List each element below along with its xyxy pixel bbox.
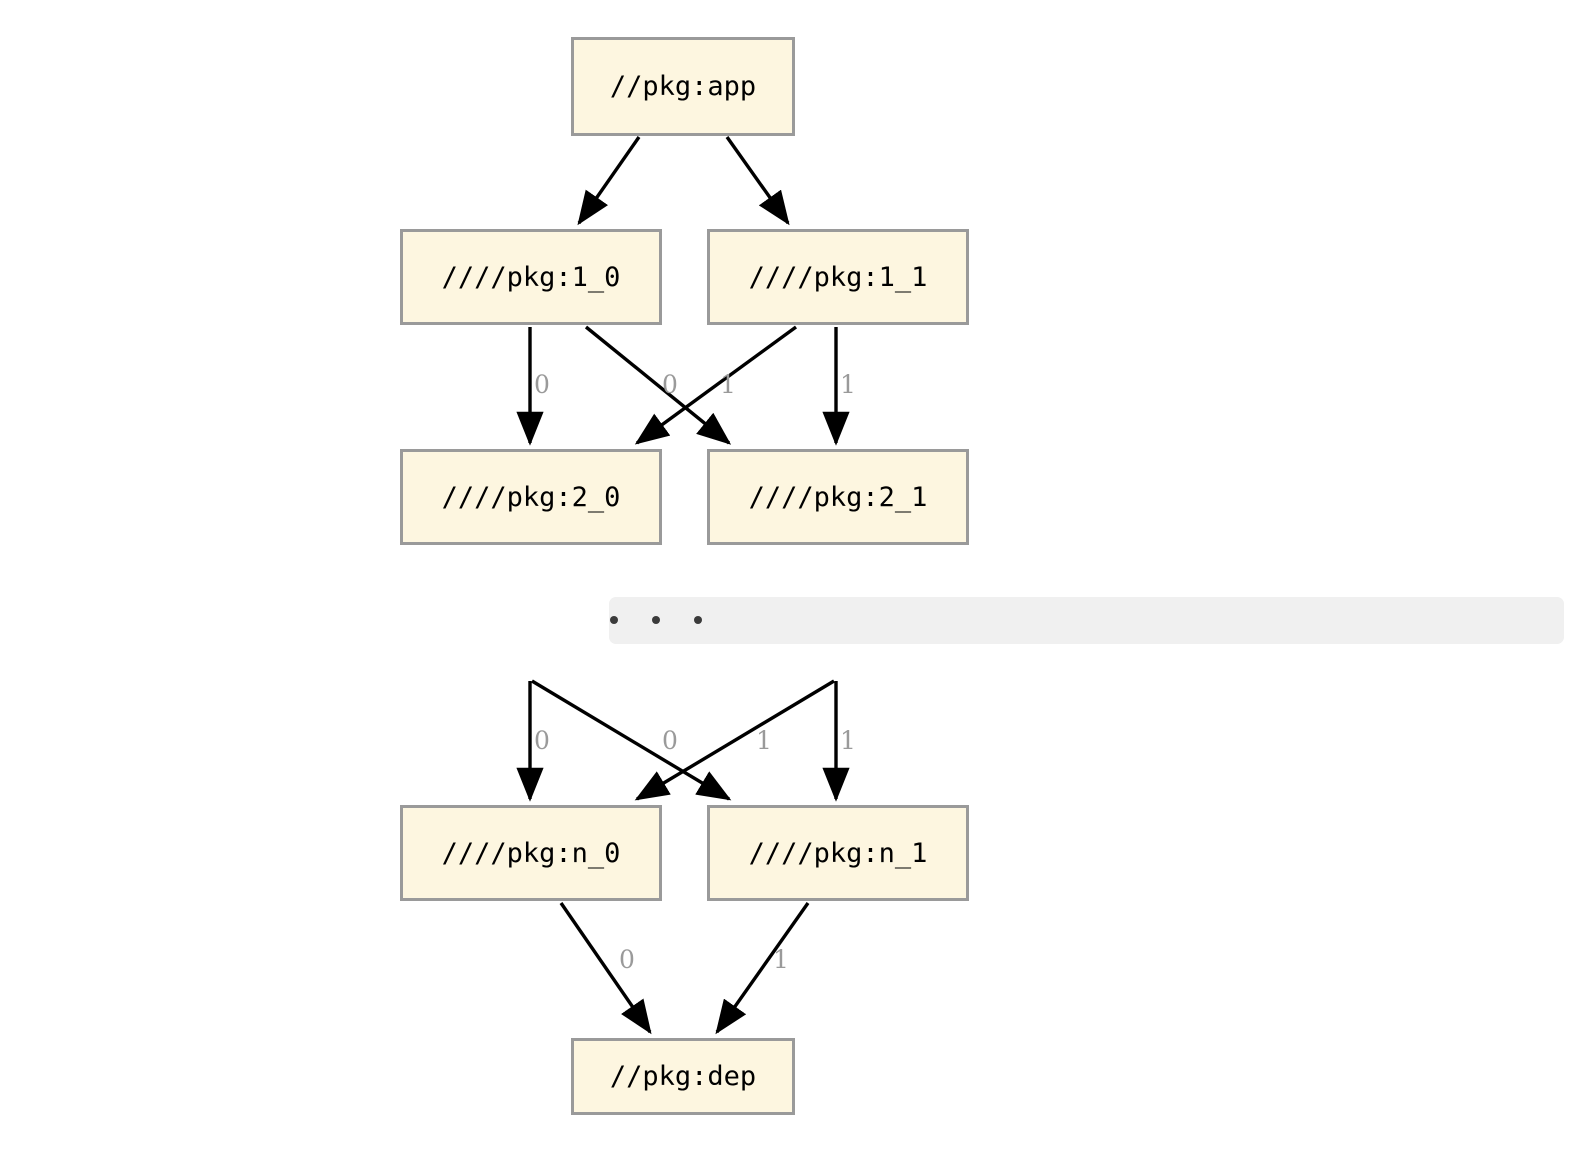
edge-n_0-to-dep [559, 902, 652, 1035]
node-label: ////pkg:2_0 [441, 481, 621, 513]
node-pkg-2_0[interactable]: ////pkg:2_0 [400, 449, 662, 545]
edge-1_1-to-2_0 [634, 325, 798, 445]
node-label: //pkg:app [609, 71, 757, 102]
edge-1_0-to-2_1 [584, 325, 732, 445]
edge-label-1_1-to-2_1: 1 [840, 370, 856, 399]
edge-app-to-1_1 [725, 136, 790, 226]
node-label: ////pkg:n_1 [748, 837, 928, 869]
node-label: ////pkg:2_1 [748, 481, 928, 513]
node-pkg-n_1[interactable]: ////pkg:n_1 [707, 805, 969, 901]
node-pkg-2_1[interactable]: ////pkg:2_1 [707, 449, 969, 545]
ellipsis-dot [652, 616, 660, 624]
edge-upper-cross-to-n_0 [634, 679, 835, 801]
ellipsis-dot [610, 616, 618, 624]
ellipsis-icon [610, 612, 702, 628]
edge-label-n_0-to-dep: 0 [619, 945, 635, 974]
node-pkg-app[interactable]: //pkg:app [571, 37, 795, 136]
ellipsis-dot [694, 616, 702, 624]
edge-label-1_1-to-2_0: 1 [720, 370, 736, 399]
edge-label-1_0-to-2_0: 0 [534, 370, 550, 399]
edge-upper-to-n_1 [531, 679, 732, 801]
ellipsis-separator-band [609, 597, 1564, 644]
node-label: ////pkg:1_1 [748, 261, 928, 293]
node-label: ////pkg:1_0 [441, 261, 621, 293]
node-label: ////pkg:n_0 [441, 837, 621, 869]
edge-label-upper-cross-to-n_0: 1 [756, 726, 772, 755]
edge-label-upper-cross-to-n_1: 1 [840, 726, 856, 755]
edge-label-upper-to-n_1: 0 [662, 726, 678, 755]
node-pkg-dep[interactable]: //pkg:dep [571, 1038, 795, 1115]
edge-app-to-1_0 [577, 136, 641, 226]
edge-label-n_1-to-dep: 1 [773, 945, 789, 974]
node-pkg-1_0[interactable]: ////pkg:1_0 [400, 229, 662, 325]
node-pkg-n_0[interactable]: ////pkg:n_0 [400, 805, 662, 901]
node-label: //pkg:dep [609, 1061, 757, 1092]
edge-label-1_0-to-2_1: 0 [662, 370, 678, 399]
edge-n_1-to-dep [715, 902, 810, 1035]
edge-label-upper-to-n_0: 0 [534, 726, 550, 755]
node-pkg-1_1[interactable]: ////pkg:1_1 [707, 229, 969, 325]
